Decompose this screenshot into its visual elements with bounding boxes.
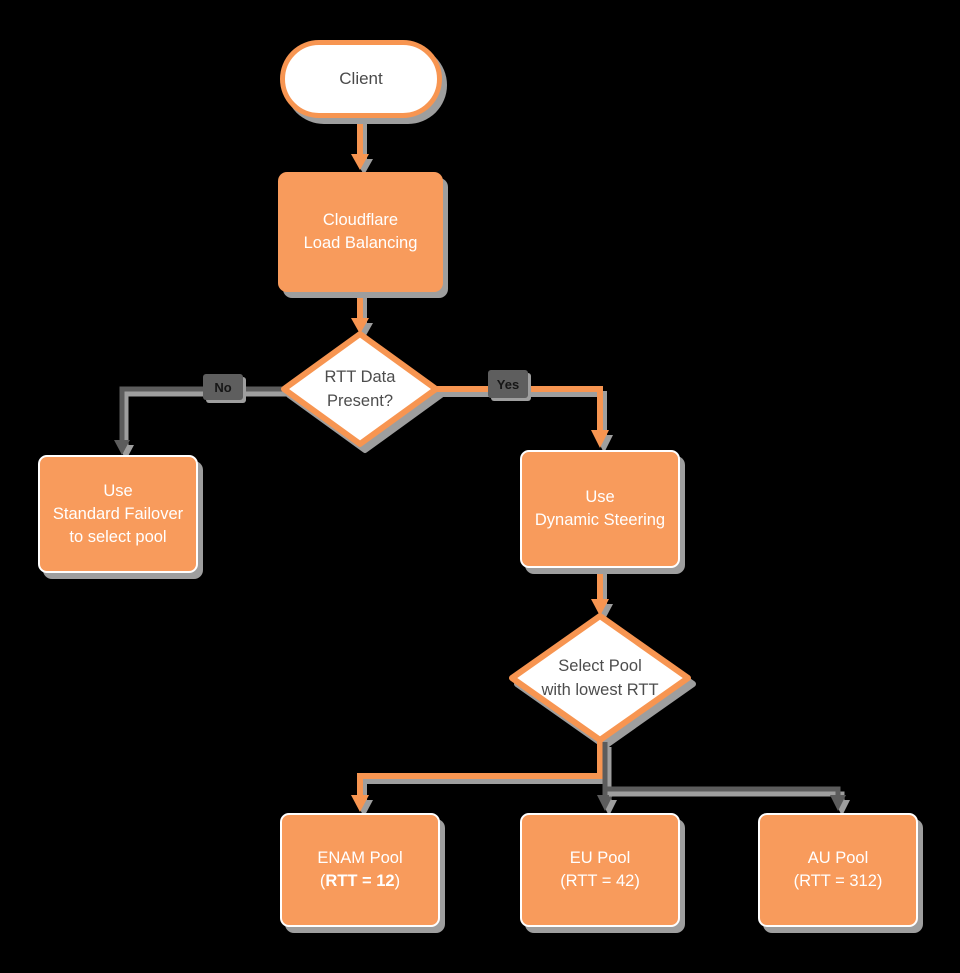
arrowhead [351, 154, 369, 170]
rtt-paren-open: ( [319, 872, 326, 890]
arrowhead [591, 430, 609, 448]
node-dynamic-steering: Use Dynamic Steering [520, 450, 680, 568]
edge-label-no: No [203, 374, 243, 400]
node-select-pool-label: Select Pool with lowest RTT [500, 645, 700, 711]
node-client: Client [280, 40, 442, 118]
diamond-select-pool [509, 613, 691, 743]
edge-yes-to-dynamic-steering [430, 386, 613, 453]
node-label-line: to select pool [69, 527, 167, 546]
edge-select-pool-to-enam [351, 738, 607, 817]
arrowhead [591, 599, 609, 616]
node-label-line: ENAM Pool [317, 849, 403, 867]
node-au-pool: AU Pool (RTT = 312) [758, 813, 918, 927]
node-label-line: Use [103, 481, 133, 500]
rtt-value-bold: RTT = 12 [325, 872, 395, 890]
node-label-line: Standard Failover [52, 504, 184, 523]
diamond-rtt-decision [281, 331, 439, 447]
node-label-line: Select Pool [558, 657, 642, 675]
node-label-line: EU Pool [569, 849, 631, 867]
node-standard-failover: Use Standard Failover to select pool [38, 455, 198, 573]
arrowhead [351, 795, 369, 812]
node-label-line: Load Balancing [303, 234, 418, 252]
node-label-line: Dynamic Steering [534, 511, 666, 529]
edge-cloudflare-to-rtt-decision [351, 292, 373, 339]
edge-dynamic-steering-to-select-pool [591, 568, 613, 621]
node-cloudflare-load-balancing: Cloudflare Load Balancing [278, 172, 443, 292]
rtt-paren-close: ) [394, 872, 401, 890]
node-client-label: Client [339, 69, 383, 88]
node-label-line: Present? [326, 392, 394, 410]
node-eu-pool: EU Pool (RTT = 42) [520, 813, 680, 927]
node-rtt-data-present-label: RTT Data Present? [280, 356, 440, 422]
node-label-line: (RTT = 12) [320, 870, 400, 893]
arrowhead [114, 440, 130, 455]
node-label-line: RTT Data [324, 368, 396, 386]
node-label-line: AU Pool [807, 849, 869, 867]
node-label-line: with lowest RTT [541, 681, 659, 699]
edge-select-pool-to-au [605, 786, 850, 816]
arrowhead [830, 795, 846, 811]
node-label-line: Cloudflare [322, 211, 399, 229]
arrowhead [351, 318, 369, 334]
node-enam-pool: ENAM Pool (RTT = 12) [280, 813, 440, 927]
arrowhead [597, 795, 613, 811]
node-label-line: Use [585, 488, 615, 506]
node-label-line: (RTT = 312) [793, 872, 883, 890]
node-label-line: (RTT = 42) [560, 872, 640, 890]
edge-label-yes: Yes [488, 370, 528, 398]
edge-client-to-cloudflare [351, 114, 373, 175]
